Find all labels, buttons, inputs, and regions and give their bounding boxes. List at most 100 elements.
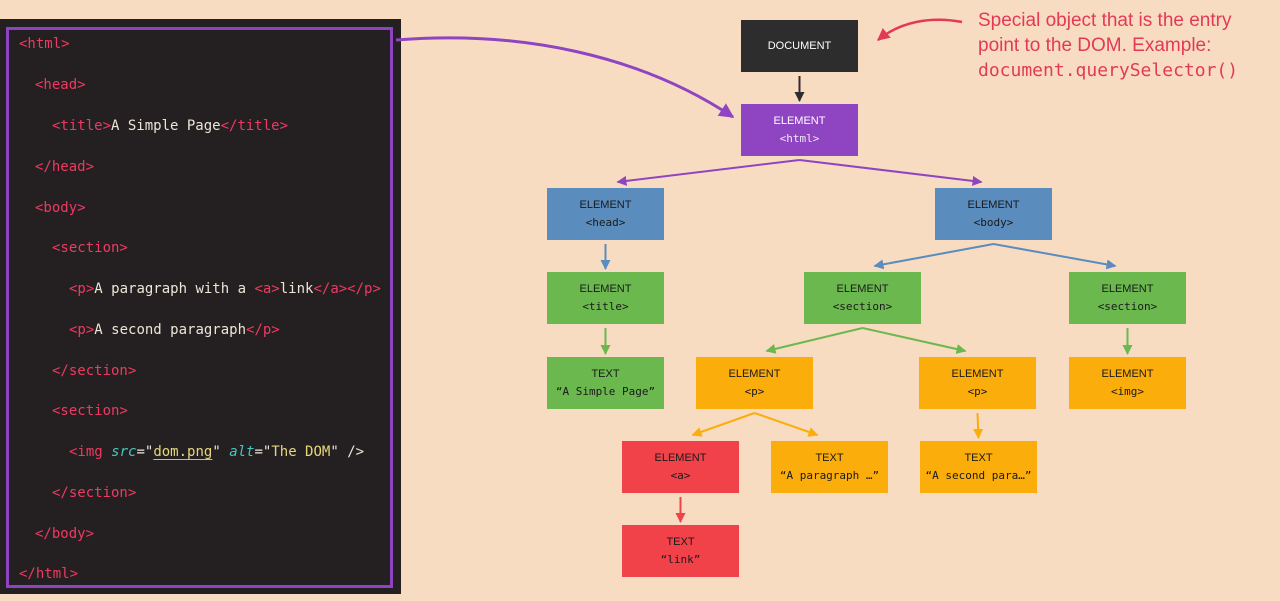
dom-node-p2: ELEMENT <p> — [919, 357, 1036, 409]
node-type-label: ELEMENT — [654, 452, 707, 464]
node-type-label: TEXT — [591, 368, 620, 380]
node-tag-label: <a> — [670, 469, 691, 482]
dom-node-head: ELEMENT <head> — [547, 188, 664, 240]
node-tag-label: <body> — [973, 216, 1014, 229]
code-token: </section> — [52, 485, 137, 501]
node-type-label: ELEMENT — [1101, 368, 1154, 380]
node-tag-label: <section> — [1097, 300, 1158, 313]
node-tag-label: “A Simple Page” — [555, 385, 656, 398]
dom-node-section1: ELEMENT <section> — [804, 272, 921, 324]
node-tag-label: <html> — [779, 132, 820, 145]
edge-html-to-body — [799, 159, 983, 186]
node-tag-label: <title> — [582, 300, 629, 313]
node-type-label: TEXT — [666, 536, 695, 548]
node-tag-label: <p> — [744, 385, 765, 398]
code-line: </section> — [52, 484, 136, 502]
node-tag-label: <section> — [832, 300, 893, 313]
edge-body-to-section1 — [873, 243, 994, 270]
code-token: " — [212, 444, 230, 460]
code-token: <p> — [69, 281, 95, 297]
code-token: </head> — [35, 159, 95, 175]
annotation-arrow — [877, 18, 963, 41]
code-token: <html> — [19, 36, 70, 52]
dom-node-text-p2: TEXT “A second para…” — [920, 441, 1037, 493]
dom-node-text-title: TEXT “A Simple Page” — [547, 357, 664, 409]
edge-body-to-section2 — [993, 243, 1117, 270]
edge-section1-to-p1 — [765, 327, 863, 354]
code-line: <title>A Simple Page</title> — [52, 117, 288, 135]
annotation-code-example: document.querySelector() — [978, 60, 1239, 81]
edge-html-to-head — [616, 159, 800, 186]
code-line: <p>A paragraph with a <a>link</a></p> — [69, 280, 381, 298]
code-token: src — [111, 444, 137, 460]
node-type-label: ELEMENT — [836, 283, 889, 295]
code-line: <section> — [52, 402, 128, 420]
node-type-label: TEXT — [815, 452, 844, 464]
code-token: alt — [229, 444, 255, 460]
code-token: <section> — [52, 403, 128, 419]
edge-section1-to-p2 — [862, 327, 967, 354]
code-line: </head> — [35, 158, 94, 176]
code-token: </a></p> — [313, 281, 381, 297]
node-type-label: ELEMENT — [1101, 283, 1154, 295]
node-type-label: ELEMENT — [579, 199, 632, 211]
code-token: A paragraph with a — [94, 281, 255, 297]
dom-node-a: ELEMENT <a> — [622, 441, 739, 493]
code-line: <body> — [35, 199, 86, 217]
dom-node-body: ELEMENT <body> — [935, 188, 1052, 240]
code-token: <p> — [69, 322, 95, 338]
code-token: " /> — [330, 444, 365, 460]
document-annotation: Special object that is the entry point t… — [978, 8, 1278, 83]
node-tag-label: “A second para…” — [925, 469, 1032, 482]
node-type-label: ELEMENT — [728, 368, 781, 380]
node-type-label: ELEMENT — [967, 199, 1020, 211]
annotation-line-2: point to the DOM. Example: — [978, 35, 1212, 56]
node-tag-label: <p> — [967, 385, 988, 398]
code-line: </html> — [19, 565, 78, 583]
node-tag-label: <head> — [585, 216, 626, 229]
dom-node-text-p1: TEXT “A paragraph …” — [771, 441, 888, 493]
code-line: <html> — [19, 35, 70, 53]
node-type-label: ELEMENT — [951, 368, 1004, 380]
edge-p1-to-a — [691, 412, 755, 437]
node-type-label: ELEMENT — [579, 283, 632, 295]
annotation-line-1: Special object that is the entry — [978, 10, 1232, 31]
dom-node-section2: ELEMENT <section> — [1069, 272, 1186, 324]
edge-p1-to-text-p1 — [754, 412, 819, 437]
dom-node-p1: ELEMENT <p> — [696, 357, 813, 409]
code-token: <section> — [52, 240, 128, 256]
code-line: </body> — [35, 525, 94, 543]
code-token: </body> — [35, 526, 95, 542]
code-token: <body> — [35, 200, 86, 216]
code-token: <img — [69, 444, 112, 460]
code-token: =" — [136, 444, 154, 460]
code-token: <a> — [254, 281, 280, 297]
code-line: <img src="dom.png" alt="The DOM" /> — [69, 443, 364, 461]
code-token: =" — [254, 444, 272, 460]
html-code-highlight-border — [6, 27, 393, 588]
dom-node-img: ELEMENT <img> — [1069, 357, 1186, 409]
node-type-label: ELEMENT — [773, 115, 826, 127]
code-token: link — [279, 281, 314, 297]
node-type-label: DOCUMENT — [767, 39, 832, 52]
dom-node-text-link: TEXT “link” — [622, 525, 739, 577]
code-panel — [0, 19, 401, 594]
node-tag-label: “link” — [660, 553, 701, 566]
code-token: The DOM — [271, 444, 331, 460]
code-line: </section> — [52, 362, 136, 380]
code-token: A second paragraph — [94, 322, 247, 338]
edge-p2-to-text-p2 — [973, 412, 984, 439]
node-tag-label: “A paragraph …” — [779, 469, 880, 482]
code-token: <head> — [35, 77, 86, 93]
node-type-label: TEXT — [964, 452, 993, 464]
node-tag-label: <img> — [1110, 385, 1145, 398]
code-token: </p> — [246, 322, 280, 338]
code-token: </title> — [220, 118, 289, 134]
dom-node-title: ELEMENT <title> — [547, 272, 664, 324]
code-token: <title> — [52, 118, 112, 134]
code-to-html-node-arrow — [395, 36, 735, 119]
code-line: <section> — [52, 239, 128, 257]
code-token: dom.png — [153, 444, 213, 460]
code-token: </html> — [19, 566, 79, 582]
